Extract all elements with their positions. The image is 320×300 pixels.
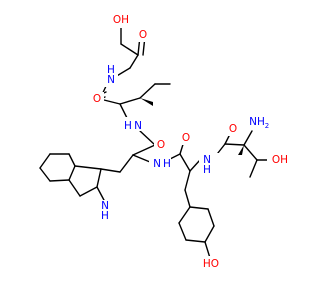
gly-n-label: N bbox=[107, 74, 115, 86]
carboxyl-o-label: O bbox=[139, 29, 147, 41]
trp-o-label: O bbox=[157, 139, 165, 151]
carboxyl-oh-label: OH bbox=[113, 14, 129, 26]
tyr-h-label: H bbox=[203, 164, 211, 176]
indole-n-label: N bbox=[101, 200, 109, 212]
stereo-wedges bbox=[140, 98, 244, 155]
peptide-structure-diagram: OH O N H O N H O N H O N H O NH 2 OH N H… bbox=[39, 14, 293, 270]
tyr-n-label: N bbox=[203, 154, 211, 166]
ile-n-label: N bbox=[134, 120, 142, 132]
amine-nh-label: NH bbox=[249, 116, 265, 128]
molecule-canvas: OH O N H O N H O N H O N H O NH 2 OH N H… bbox=[39, 14, 293, 270]
phenol-ho-label: HO bbox=[203, 258, 219, 270]
trp-n-label: N bbox=[153, 158, 161, 170]
trp-h-label: H bbox=[163, 158, 171, 170]
thr-o-label: O bbox=[229, 123, 237, 135]
ile-o-label: O bbox=[93, 93, 101, 105]
tyr-o-label: O bbox=[182, 132, 190, 144]
indole-h-label: H bbox=[101, 210, 109, 222]
atom-labels: OH O N H O N H O N H O N H O NH 2 OH N H… bbox=[90, 14, 293, 270]
gly-h-label: H bbox=[107, 64, 115, 76]
ile-h-label: H bbox=[124, 120, 132, 132]
thr-oh-label: OH bbox=[272, 154, 288, 166]
amine-subscript-label: 2 bbox=[265, 122, 269, 130]
